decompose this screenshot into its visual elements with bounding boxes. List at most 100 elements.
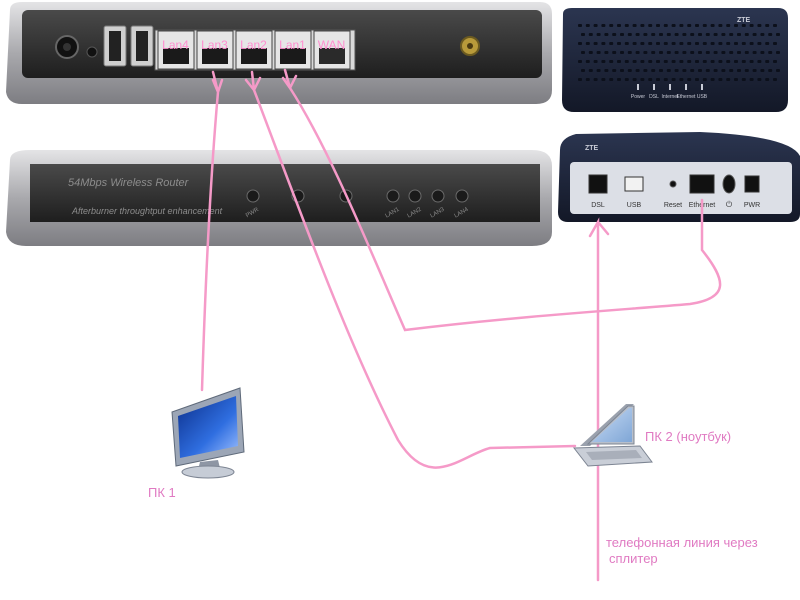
vent-slot: [721, 33, 726, 36]
router-led: [431, 189, 445, 203]
vent-slot: [663, 42, 668, 45]
vent-slot: [752, 33, 757, 36]
vent-slot: [734, 42, 738, 45]
vent-slot: [737, 51, 741, 54]
modem-led: [653, 84, 655, 90]
router-led: [386, 189, 400, 203]
router-led: [246, 189, 260, 203]
vent-slot: [705, 33, 710, 36]
vent-slot: [632, 24, 637, 27]
cable-lan3-pc1: [200, 70, 224, 392]
vent-slot: [702, 78, 707, 81]
vent-slot: [617, 60, 621, 63]
router-led: [408, 189, 422, 203]
vent-slot: [695, 60, 699, 63]
modem-port: [689, 174, 715, 194]
vent-slot: [760, 33, 765, 36]
vent-slot: [627, 33, 632, 36]
vent-slot: [749, 60, 754, 63]
vent-slot: [726, 60, 731, 63]
vent-slot: [729, 69, 734, 72]
vent-slot: [741, 60, 746, 63]
vent-slot: [721, 69, 726, 72]
vent-slot: [682, 51, 687, 54]
vent-slot: [585, 42, 590, 45]
ethernet-port-socket: [163, 48, 189, 64]
antenna-connector-pin: [467, 43, 473, 49]
modem-led-label: Internet: [662, 94, 680, 100]
vent-slot: [749, 42, 754, 45]
vent-slot: [609, 78, 614, 81]
vent-slot: [635, 33, 640, 36]
vent-slot: [620, 69, 624, 72]
vent-slot: [695, 78, 699, 81]
vent-slot: [643, 51, 648, 54]
vent-slot: [617, 24, 621, 27]
modem-port-label: USB: [627, 202, 642, 209]
vent-slot: [679, 60, 684, 63]
vent-slot: [752, 51, 757, 54]
port-label: Lan2: [240, 38, 267, 52]
vent-slot: [640, 42, 645, 45]
port-label: Lan3: [201, 38, 228, 52]
vent-slot: [773, 78, 777, 81]
vent-slot: [705, 51, 710, 54]
vent-slot: [741, 78, 746, 81]
vent-slot: [687, 60, 692, 63]
vent-slot: [604, 51, 609, 54]
modem-led-label: Power: [631, 94, 646, 100]
modem-port-label: Reset: [664, 202, 682, 209]
vent-slot: [656, 24, 660, 27]
vent-slot: [617, 78, 621, 81]
vent-slot: [757, 42, 762, 45]
vent-slot: [718, 42, 723, 45]
vent-slot: [609, 24, 614, 27]
vent-slot: [585, 60, 590, 63]
modem-port: [744, 175, 760, 193]
vent-slot: [581, 51, 585, 54]
vent-slot: [768, 51, 773, 54]
vent-slot: [765, 78, 770, 81]
vent-slot: [718, 60, 723, 63]
modem-brand: ZTE: [737, 17, 751, 24]
vent-slot: [752, 69, 757, 72]
vent-slot: [698, 51, 702, 54]
usb-port-1-inner: [109, 31, 121, 61]
vent-slot: [627, 51, 632, 54]
vent-slot: [620, 33, 624, 36]
vent-slot: [601, 24, 606, 27]
phone-line-label-2: сплитер: [609, 551, 658, 566]
vent-slot: [729, 33, 734, 36]
vent-slot: [690, 69, 695, 72]
vent-slot: [713, 69, 718, 72]
vent-slot: [588, 51, 593, 54]
vent-slot: [705, 69, 710, 72]
vent-slot: [768, 33, 773, 36]
vent-slot: [604, 69, 609, 72]
vent-slot: [760, 51, 765, 54]
vent-slot: [671, 42, 676, 45]
cable-lan1-modem-ethernet: [281, 68, 722, 332]
ethernet-port-socket: [280, 48, 306, 64]
vent-slot: [632, 60, 637, 63]
vent-slot: [632, 78, 637, 81]
vent-slot: [674, 33, 679, 36]
vent-slot: [710, 24, 715, 27]
router-front-panel: [30, 164, 540, 222]
vent-slot: [702, 60, 707, 63]
vent-slot: [648, 78, 653, 81]
vent-slot: [765, 42, 770, 45]
vent-slot: [632, 42, 637, 45]
vent-slot: [760, 69, 765, 72]
vent-slot: [585, 24, 590, 27]
vent-slot: [679, 24, 684, 27]
vent-slot: [624, 60, 629, 63]
vent-slot: [734, 78, 738, 81]
vent-slot: [687, 78, 692, 81]
vent-slot: [687, 24, 692, 27]
vent-slot: [698, 69, 702, 72]
vent-slot: [726, 78, 731, 81]
modem-port-panel: [570, 162, 792, 214]
vent-slot: [737, 33, 741, 36]
vent-slot: [679, 78, 684, 81]
